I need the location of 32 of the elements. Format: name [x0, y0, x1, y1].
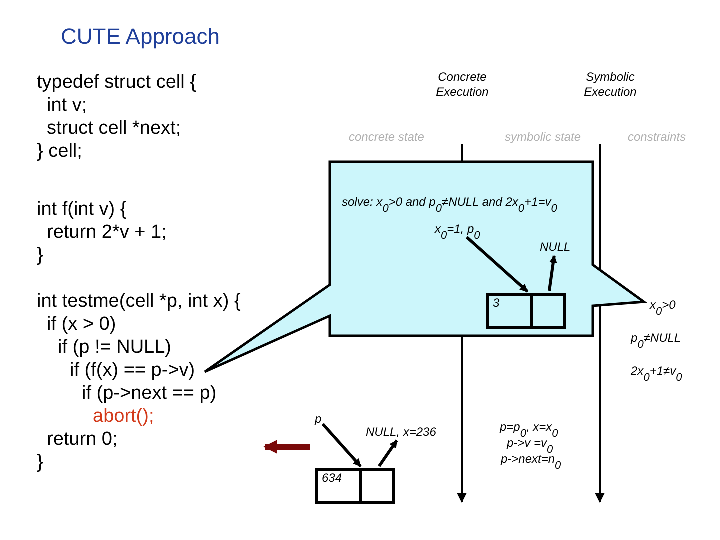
- cell-value: 3: [493, 296, 500, 310]
- pointer-label: NULL: [540, 240, 571, 254]
- code-line: typedef struct cell {: [37, 72, 196, 94]
- column-heading: Concrete Execution: [435, 70, 490, 100]
- column-label: concrete state: [349, 130, 424, 144]
- list-cell: [315, 468, 395, 504]
- title: CUTE Approach: [61, 24, 220, 50]
- code-line: int f(int v) {: [37, 199, 127, 221]
- column-label: symbolic state: [505, 130, 582, 144]
- arrow: [322, 423, 362, 468]
- code-line: int v;: [47, 95, 88, 117]
- cell-value: 634: [322, 471, 342, 485]
- code-line: return 2*v + 1;: [47, 222, 167, 244]
- code-line: abort();: [93, 406, 154, 428]
- column-heading: Symbolic Execution: [583, 70, 638, 100]
- column-label: constraints: [628, 130, 686, 144]
- code-line: }: [37, 245, 44, 267]
- code-line: } cell;: [37, 141, 82, 163]
- pointer-label: p: [315, 412, 322, 426]
- arrow: [548, 255, 558, 292]
- code-line: if (p->next == p): [82, 383, 217, 405]
- code-line: if (x > 0): [47, 314, 116, 336]
- arrow: [466, 236, 529, 293]
- code-line: if (p != NULL): [58, 337, 172, 359]
- code-line: int testme(cell *p, int x) {: [37, 291, 241, 313]
- list-cell: [486, 293, 566, 329]
- code-line: }: [37, 452, 44, 474]
- code-line: if (f(x) == p->v): [70, 360, 196, 382]
- code-line: struct cell *next;: [47, 118, 182, 140]
- pointer-label: NULL, x=236: [366, 425, 436, 439]
- code-line: return 0;: [47, 429, 118, 451]
- arrow: [378, 440, 398, 468]
